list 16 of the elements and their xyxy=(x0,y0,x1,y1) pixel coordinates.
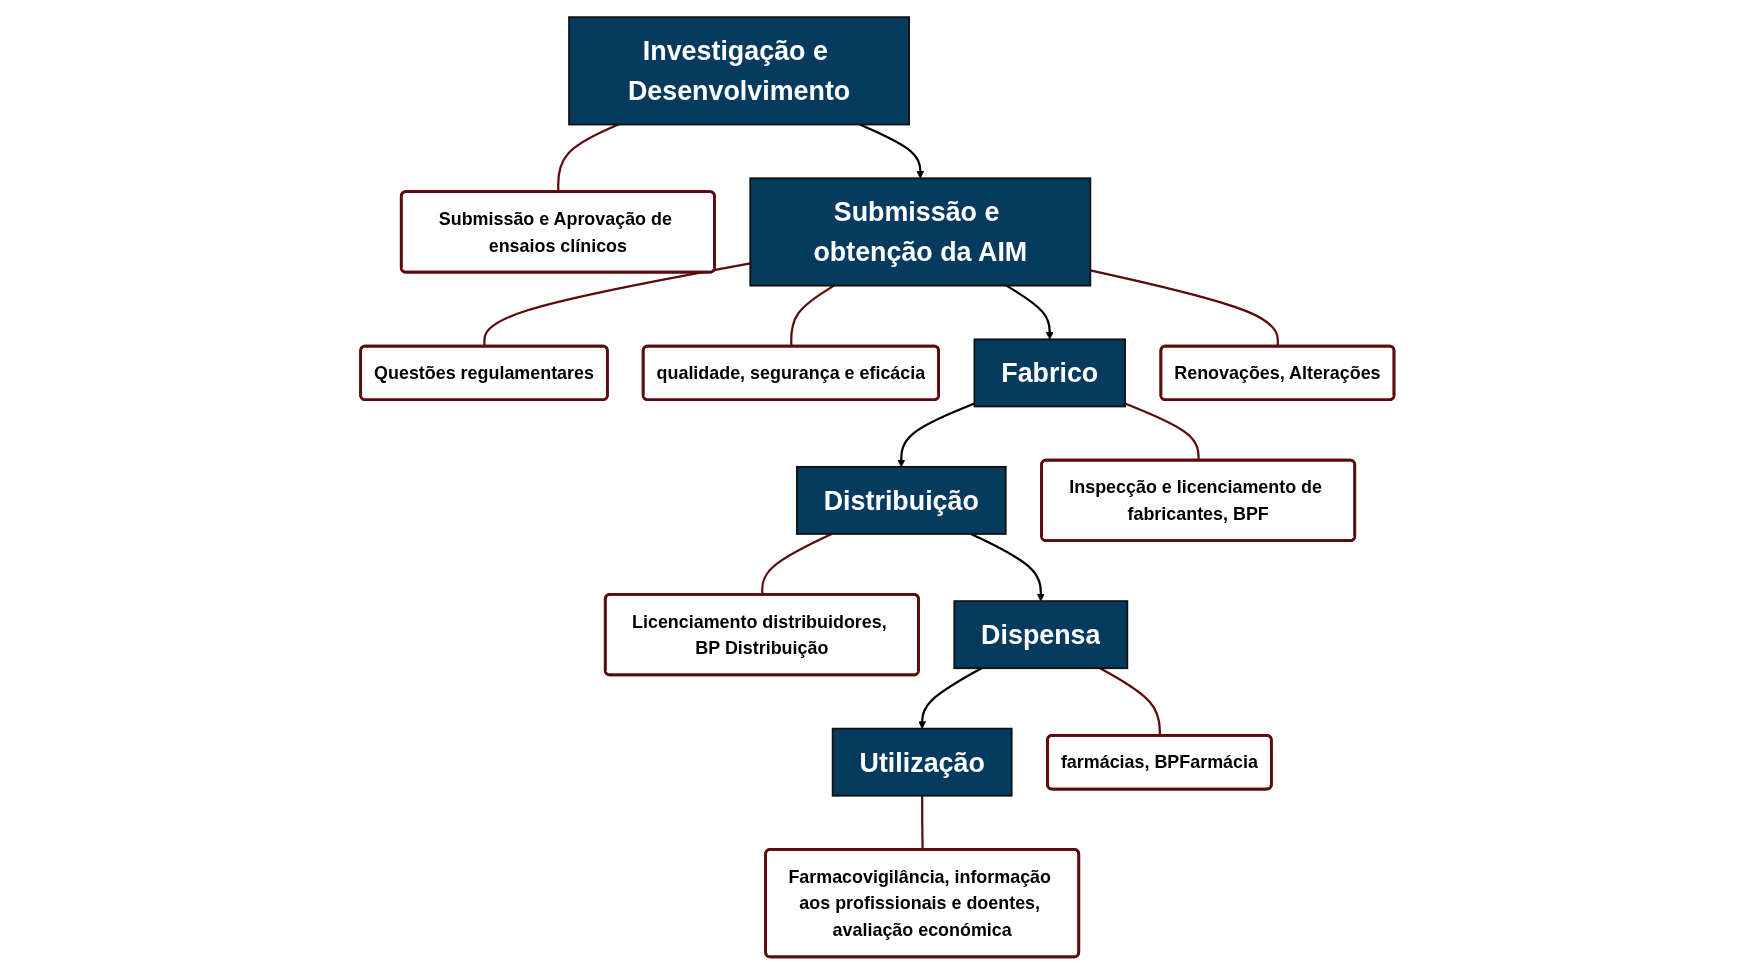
node-box: Investigação e Desenvolvimento xyxy=(567,16,910,126)
connector xyxy=(1099,667,1161,736)
arrow xyxy=(1005,284,1054,340)
node-box: Fabrico xyxy=(973,338,1126,408)
arrow xyxy=(970,532,1045,602)
node-box: Submissão e obtenção da AIM xyxy=(749,177,1091,287)
node-box: Distribuição xyxy=(795,465,1007,535)
connector xyxy=(760,532,832,595)
connector xyxy=(1124,402,1200,461)
connector xyxy=(789,284,835,347)
connector xyxy=(920,795,924,850)
node-box: Utilização xyxy=(831,727,1013,797)
arrow xyxy=(859,123,924,179)
arrow xyxy=(897,402,975,468)
node-box: Dispensa xyxy=(953,600,1128,670)
arrow xyxy=(917,667,982,729)
